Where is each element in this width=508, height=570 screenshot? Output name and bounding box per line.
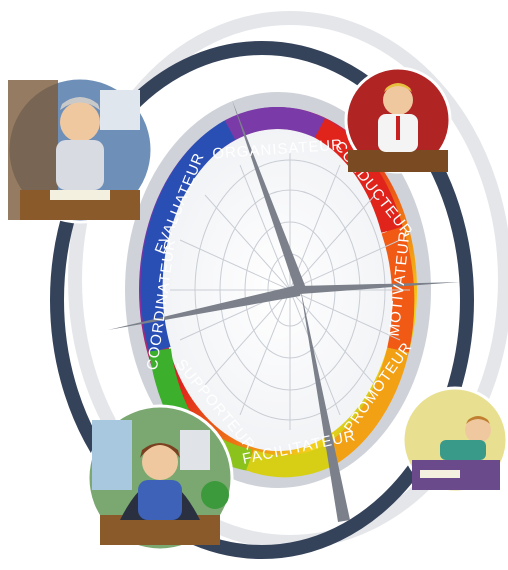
portrait-relaxed-man-in-chair bbox=[401, 386, 508, 494]
portrait-businessman-at-desk bbox=[344, 66, 452, 174]
portrait-woman-at-desk bbox=[86, 404, 234, 552]
outer-ring bbox=[50, 41, 474, 559]
portrait-thinking-man bbox=[6, 76, 154, 224]
background-ellipse bbox=[68, 11, 508, 549]
compass-needles bbox=[108, 100, 460, 522]
